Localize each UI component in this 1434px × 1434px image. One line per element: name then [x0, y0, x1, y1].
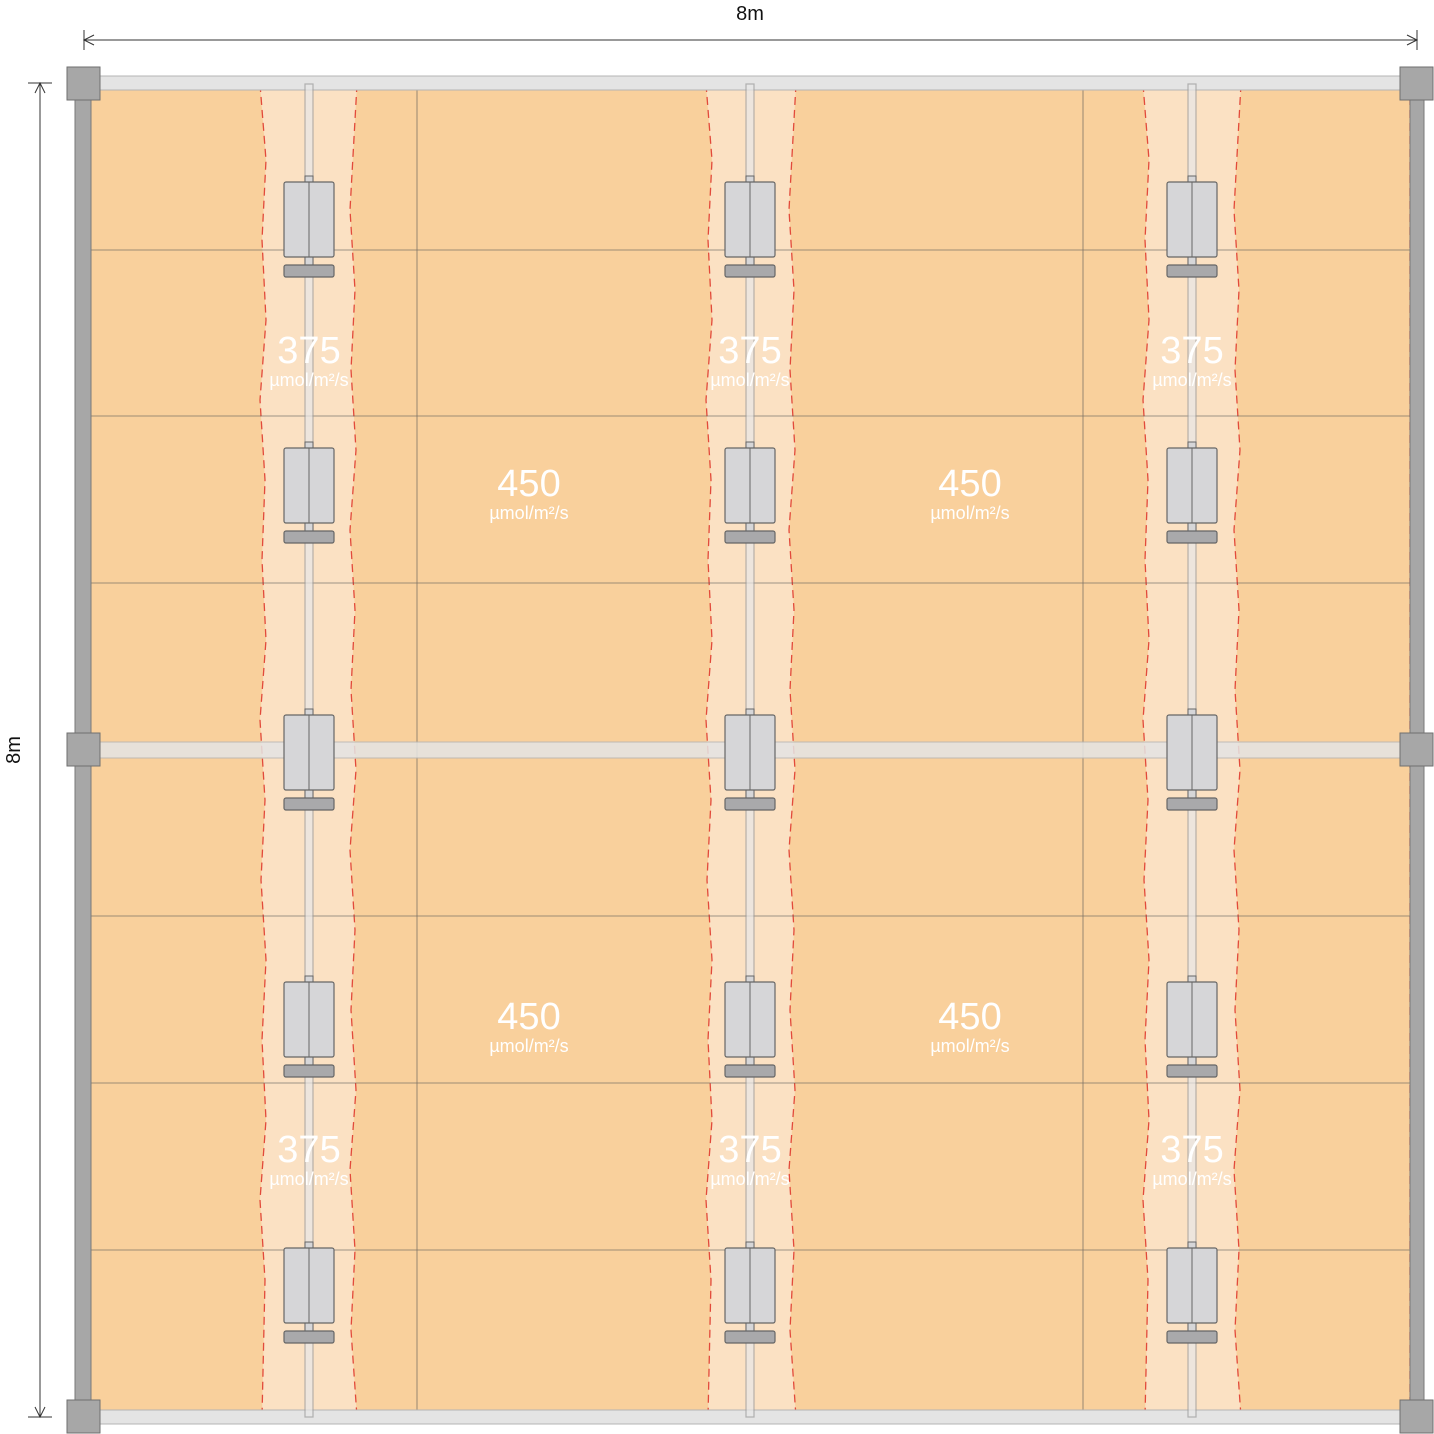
led-fixture	[1166, 708, 1218, 811]
led-fixture	[283, 441, 335, 544]
ppfd-unit: µmol/m²/s	[1152, 370, 1231, 390]
led-fixture	[724, 1241, 776, 1344]
led-fixture	[283, 1241, 335, 1344]
ppfd-unit: µmol/m²/s	[1152, 1169, 1231, 1189]
height-dimension: 8m	[3, 81, 52, 1419]
ppfd-label-low: 375 µmol/m²/s	[269, 1129, 348, 1189]
ppfd-unit: µmol/m²/s	[930, 503, 1009, 523]
ppfd-value: 375	[718, 1129, 781, 1171]
post-bracket	[66, 1399, 101, 1434]
post-bracket	[1399, 66, 1434, 101]
width-dimension: 8m	[82, 3, 1419, 50]
led-fixture	[1166, 1241, 1218, 1344]
led-fixture	[724, 975, 776, 1078]
ppfd-unit: µmol/m²/s	[489, 503, 568, 523]
ppfd-unit: µmol/m²/s	[269, 370, 348, 390]
led-fixture	[283, 708, 335, 811]
led-fixture	[724, 708, 776, 811]
led-fixture	[283, 975, 335, 1078]
ppfd-value: 375	[277, 330, 340, 372]
post-bracket	[1399, 1399, 1434, 1434]
ppfd-label-low: 375 µmol/m²/s	[269, 330, 348, 390]
ppfd-labels: 375 µmol/m²/s 375 µmol/m²/s 375 µmol/m²/…	[269, 330, 1231, 1189]
ppfd-value: 450	[938, 463, 1001, 505]
ppfd-label-high: 450 µmol/m²/s	[930, 996, 1009, 1056]
ppfd-unit: µmol/m²/s	[269, 1169, 348, 1189]
ppfd-unit: µmol/m²/s	[930, 1036, 1009, 1056]
led-fixture	[724, 175, 776, 278]
ppfd-value: 450	[497, 996, 560, 1038]
width-label: 8m	[736, 3, 764, 25]
post-bracket	[66, 732, 101, 767]
post-bracket	[1399, 732, 1434, 767]
ppfd-unit: µmol/m²/s	[710, 370, 789, 390]
led-fixture	[1166, 175, 1218, 278]
ppfd-label-low: 375 µmol/m²/s	[1152, 1129, 1231, 1189]
ppfd-label-high: 450 µmol/m²/s	[489, 996, 568, 1056]
ppfd-label-high: 450 µmol/m²/s	[930, 463, 1009, 523]
ppfd-unit: µmol/m²/s	[489, 1036, 568, 1056]
ppfd-value: 375	[718, 330, 781, 372]
ppfd-label-low: 375 µmol/m²/s	[710, 1129, 789, 1189]
ppfd-value: 450	[497, 463, 560, 505]
ppfd-value: 375	[277, 1129, 340, 1171]
led-fixture	[724, 441, 776, 544]
ppfd-value: 375	[1160, 1129, 1223, 1171]
ppfd-value: 375	[1160, 330, 1223, 372]
post-brackets	[66, 66, 1434, 1434]
ppfd-unit: µmol/m²/s	[710, 1169, 789, 1189]
ppfd-label-high: 450 µmol/m²/s	[489, 463, 568, 523]
ppfd-label-low: 375 µmol/m²/s	[710, 330, 789, 390]
height-label: 8m	[3, 736, 25, 764]
led-fixture	[1166, 441, 1218, 544]
led-fixture	[283, 175, 335, 278]
ppfd-value: 450	[938, 996, 1001, 1038]
ppfd-label-low: 375 µmol/m²/s	[1152, 330, 1231, 390]
led-fixture	[1166, 975, 1218, 1078]
post-bracket	[66, 66, 101, 101]
light-fixtures	[283, 175, 1218, 1344]
